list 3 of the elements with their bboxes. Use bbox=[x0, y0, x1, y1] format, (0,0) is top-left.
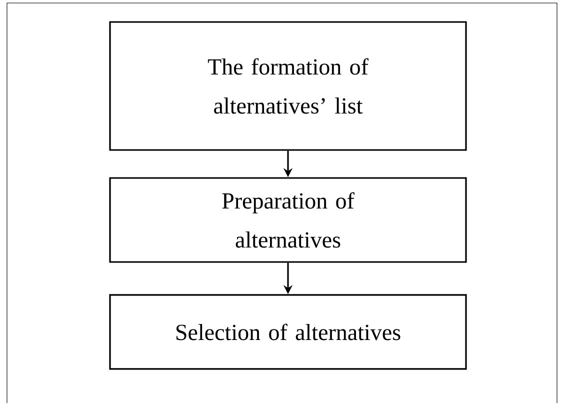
process-box: The formation of alternatives’ list bbox=[109, 21, 467, 151]
process-box: Preparation of alternatives bbox=[109, 177, 467, 263]
process-box: Selection of alternatives bbox=[109, 294, 467, 370]
